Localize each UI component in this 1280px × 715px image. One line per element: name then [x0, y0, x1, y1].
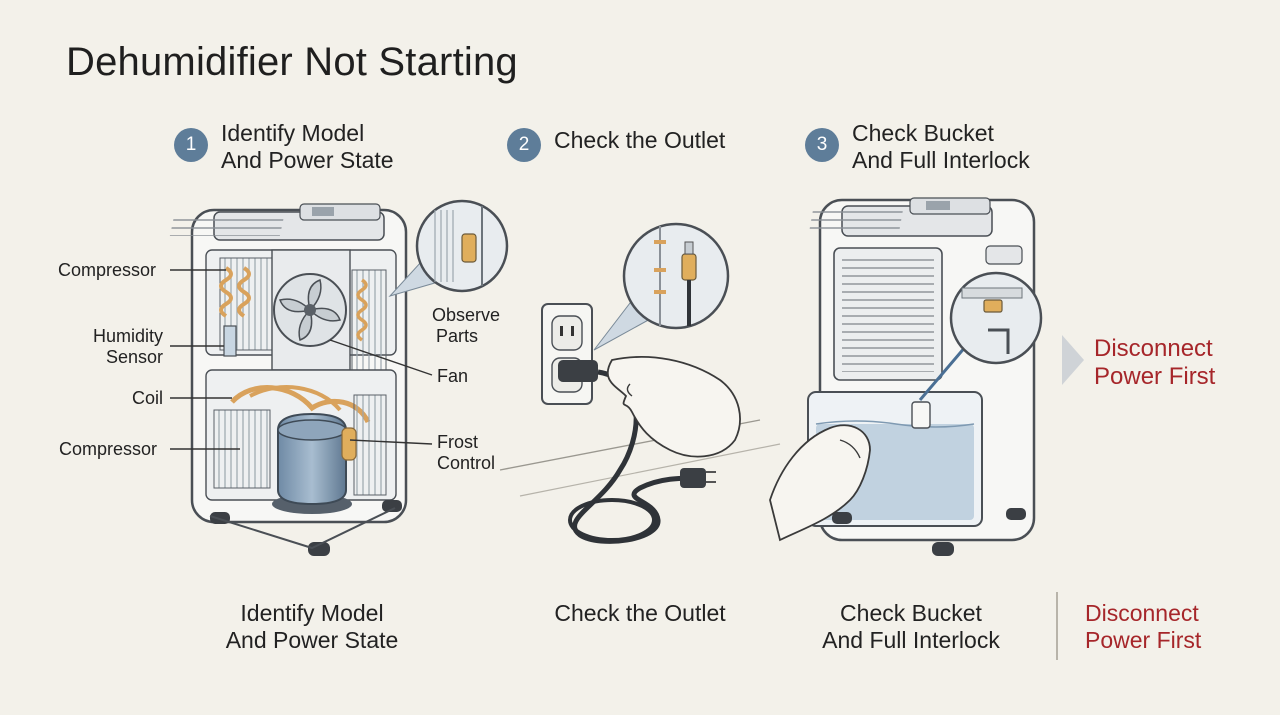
caption-warning-line-2: Power First [1085, 627, 1202, 653]
caption-divider [1056, 592, 1058, 660]
dehumidifier-cutaway-illustration [169, 199, 509, 556]
step-3-title: Check Bucket And Full Interlock [852, 120, 1030, 174]
label-observe-parts: Observe Parts [432, 305, 500, 347]
bucket-unit-illustration [769, 197, 1084, 556]
step-1-title-line-2: And Power State [221, 147, 394, 173]
label-humidity-sensor: Humidity Sensor [88, 326, 163, 368]
caption-step-1-line-2: And Power State [225, 627, 399, 653]
label-humidity-sensor-line-1: Humidity [93, 326, 164, 346]
caption-step-3-line-1: Check Bucket [840, 600, 982, 626]
label-compressor-top: Compressor [58, 260, 157, 280]
step-2-title-line-1: Check the Outlet [554, 127, 726, 153]
caption-step-1: Identify Model And Power State [212, 600, 412, 654]
caption-step-2-line-1: Check the Outlet [554, 600, 726, 626]
page-title: Dehumidifier Not Starting [66, 40, 518, 84]
step-1-title-line-1: Identify Model [221, 120, 365, 146]
label-observe-parts-line-1: Observe [432, 305, 501, 325]
warning-callout-line-2: Power First [1094, 363, 1216, 390]
step-3-title-line-1: Check Bucket [852, 120, 994, 146]
caption-step-3: Check Bucket And Full Interlock [808, 600, 1014, 654]
step-number-badge: 2 [507, 128, 541, 162]
caption-step-3-line-2: And Full Interlock [822, 627, 1000, 653]
step-2-header: 2 Check the Outlet [507, 120, 725, 162]
step-3-header: 3 Check Bucket And Full Interlock [805, 120, 1030, 174]
step-2-title: Check the Outlet [554, 127, 725, 154]
label-frost-control-line-1: Frost [437, 432, 479, 452]
label-humidity-sensor-line-2: Sensor [106, 347, 164, 367]
caption-warning-line-1: Disconnect [1085, 600, 1199, 626]
caption-step-1-line-1: Identify Model [240, 600, 384, 626]
warning-callout-line-1: Disconnect [1094, 335, 1213, 362]
label-coil: Coil [132, 388, 164, 408]
label-fan: Fan [437, 366, 469, 386]
step-number-badge: 1 [174, 128, 208, 162]
label-observe-parts-line-2: Parts [436, 326, 479, 346]
label-frost-control-line-2: Control [437, 453, 496, 473]
warning-callout: Disconnect Power First [1094, 335, 1215, 391]
label-compressor-bottom: Compressor [59, 439, 158, 459]
step-1-header: 1 Identify Model And Power State [174, 120, 394, 174]
caption-warning: Disconnect Power First [1085, 600, 1201, 654]
step-1-title: Identify Model And Power State [221, 120, 394, 174]
step-3-title-line-2: And Full Interlock [852, 147, 1030, 173]
label-frost-control: Frost Control [437, 432, 495, 474]
step-number-badge: 3 [805, 128, 839, 162]
cutaway-leader-lines [170, 269, 433, 450]
caption-step-2: Check the Outlet [540, 600, 740, 627]
outlet-illustration [499, 222, 781, 544]
